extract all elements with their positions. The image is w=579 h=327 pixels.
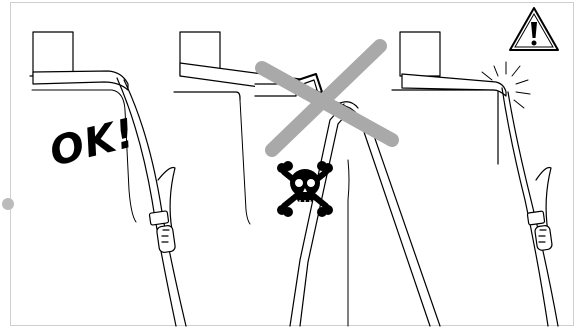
- panel-correct: [29, 31, 187, 327]
- rope-strand-b: [123, 79, 187, 327]
- wall-face: [239, 99, 251, 225]
- rope-strand-a: [116, 77, 177, 327]
- wall-face-right: [347, 159, 350, 327]
- strap-adjuster: [534, 225, 553, 251]
- rope-strand-c: [289, 103, 345, 327]
- rope-tail: [157, 166, 176, 231]
- ledge-edge: [173, 91, 241, 101]
- cross-out-icon: [255, 39, 399, 157]
- skull-and-crossbones-icon: [277, 161, 333, 217]
- rope-strand-a: [501, 87, 549, 327]
- rope-loop: [337, 101, 359, 109]
- panel-frame: [10, 2, 574, 326]
- sling-over-edge: [32, 70, 129, 91]
- abrasion-spark-icon: [481, 61, 531, 109]
- warning-triangle-icon: [509, 7, 559, 51]
- strap-buckle: [148, 210, 170, 226]
- adjuster-teeth: [161, 229, 170, 243]
- panel-warning: [391, 31, 559, 327]
- adjuster-teeth: [538, 229, 547, 243]
- rope-tail: [535, 166, 552, 233]
- anchor-block: [32, 31, 74, 77]
- wall-face: [31, 89, 137, 223]
- anchor-block: [399, 31, 441, 77]
- strap-adjuster: [156, 225, 176, 253]
- rope-strand-b: [507, 91, 559, 327]
- page-dot: [2, 198, 14, 210]
- strap-buckle: [526, 210, 546, 226]
- sling-over-sharp-edge: [401, 73, 507, 97]
